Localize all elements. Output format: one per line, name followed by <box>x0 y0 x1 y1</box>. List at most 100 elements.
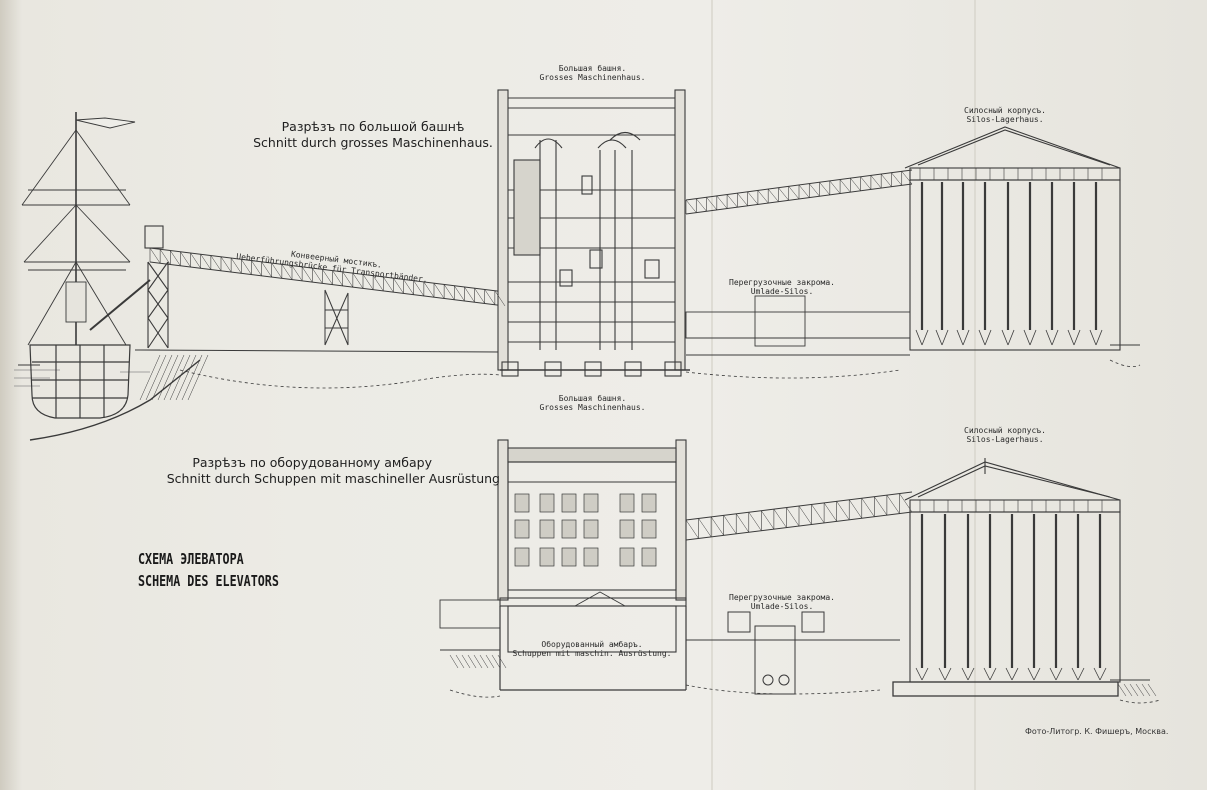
silo-hopper <box>967 667 975 681</box>
loading-tower <box>144 225 169 349</box>
lower-shed-windows <box>514 493 657 567</box>
silo-bridge-truss-diagonal <box>819 182 831 196</box>
silo-hopper <box>1049 667 1057 681</box>
silo-bridge-truss-diagonal <box>685 199 697 213</box>
silo-hopper <box>1089 329 1097 346</box>
lower-bridge-truss-diagonal <box>748 512 762 531</box>
upper-bridge-truss-diagonal <box>443 284 455 300</box>
lower-silo-label-ru: Силосный корпусъ. <box>964 426 1046 435</box>
lower-bridge-truss-diagonal <box>698 518 712 538</box>
silo-hopper <box>944 667 952 681</box>
silo-hopper <box>1011 667 1019 681</box>
upper-bridge-truss-diagonal <box>301 266 313 283</box>
silo-hopper <box>978 329 986 346</box>
upper-bridge-truss-diagonal <box>372 275 384 292</box>
upper-bridge-truss-diagonal <box>474 288 485 304</box>
lower-bridge-truss-diagonal <box>874 496 888 516</box>
silo-bridge-truss-diagonal <box>870 175 882 189</box>
upper-ground <box>18 344 1141 441</box>
upper-bridge-truss-diagonal <box>291 265 303 281</box>
upper-bridge-truss-diagonal <box>322 269 333 285</box>
upper-bridge-truss-diagonal <box>230 257 242 274</box>
silo-hopper <box>1067 329 1075 346</box>
silo-hopper <box>1073 329 1081 346</box>
upper-bridge-truss-diagonal <box>383 276 394 293</box>
ship-rigging <box>21 112 151 346</box>
silo-bridge-truss-diagonal <box>829 180 841 194</box>
ground-hatch <box>175 354 197 401</box>
upper-bridge-truss-diagonal <box>454 285 465 302</box>
ship-hull <box>29 344 131 419</box>
schema-title: СХЕМА ЭЛЕВАТОРА SCHEMA DES ELEVATORS <box>138 548 279 592</box>
upper-bridge-truss-diagonal <box>464 286 475 303</box>
upper-bridge-truss-diagonal <box>413 280 425 297</box>
silo-bridge-truss-diagonal <box>737 193 748 206</box>
lower-transfer-label-ru: Перегрузочные закрома. <box>729 593 835 602</box>
lower-bridge-truss-diagonal <box>761 510 775 530</box>
upper-silo-label-ru: Силосный корпусъ. <box>964 106 1046 115</box>
silo-hopper <box>962 329 970 346</box>
ground-hatch <box>169 354 191 401</box>
lower-transfer-silos <box>727 611 825 695</box>
silo-bridge-truss-diagonal <box>809 183 820 197</box>
ground-hatch <box>491 654 501 669</box>
lower-tower-label: Большая башня. Grosses Maschinenhaus. <box>520 394 665 412</box>
silo-hopper <box>1033 667 1041 681</box>
silo-bridge-truss-diagonal <box>767 188 779 202</box>
lower-shed-label-ru: Оборудованный амбаръ. <box>541 640 643 649</box>
upper-silo-label-de: Silos-Lagerhaus. <box>966 115 1044 124</box>
upper-bridge-truss-diagonal <box>149 247 161 264</box>
silo-hopper <box>1005 667 1013 681</box>
upper-transfer-label: Перегрузочные закрома. Umlade-Silos. <box>712 278 852 296</box>
upper-bridge-truss-diagonal <box>423 281 435 298</box>
lower-shed <box>439 439 687 691</box>
ground-hatch <box>187 354 209 401</box>
ground-hatch <box>1123 683 1133 697</box>
lower-bridge-truss-diagonal <box>786 507 800 527</box>
printer-credit: Фото-Литогр. К. Фишеръ, Москва. <box>1025 727 1169 736</box>
silo-bridge-truss-diagonal <box>880 173 892 187</box>
silo-hopper <box>1045 329 1053 346</box>
lower-tower-label-ru: Большая башня. <box>558 394 627 403</box>
ground-hatch <box>163 354 185 401</box>
lower-section-title: Разрѣзъ по оборудованному амбару Schnitt… <box>150 455 500 487</box>
upper-bridge-truss-diagonal <box>220 256 232 273</box>
upper-title-ru: Разрѣзъ по большой башнѣ <box>281 119 465 134</box>
upper-bridge-truss-diagonal <box>200 254 212 270</box>
lower-silo-house <box>892 458 1121 697</box>
silo-hopper <box>1093 667 1101 681</box>
lower-bridge-truss-diagonal <box>861 498 875 517</box>
upper-bridge-truss-diagonal <box>352 273 364 289</box>
upper-bridge-truss-diagonal <box>342 271 354 288</box>
upper-bridge-truss-diagonal <box>484 289 496 305</box>
silo-hopper <box>1023 329 1031 346</box>
silo-bridge-truss-diagonal <box>860 176 872 190</box>
upper-tower-label: Большая башня. Grosses Maschinenhaus. <box>520 64 665 82</box>
upper-tower <box>497 89 690 377</box>
upper-bridge-truss-diagonal <box>494 290 506 307</box>
silo-bridge-truss-diagonal <box>850 178 861 191</box>
lower-bridge-truss-diagonal <box>736 513 749 533</box>
upper-bridge-truss-diagonal <box>403 279 414 295</box>
lower-bridge-truss-diagonal <box>798 505 812 525</box>
ground-hatch <box>151 354 173 401</box>
lower-title-de: Schnitt durch Schuppen mit maschineller … <box>166 471 500 486</box>
schema-title-ru: СХЕМА ЭЛЕВАТОРА <box>138 550 244 568</box>
silo-hopper <box>984 329 992 346</box>
ground-hatch <box>1129 683 1139 697</box>
silo-hopper <box>956 329 964 346</box>
silo-bridge-truss-diagonal <box>726 194 738 208</box>
ground-hatch <box>467 654 477 669</box>
silo-hopper <box>989 667 997 681</box>
silo-hopper <box>915 667 923 681</box>
upper-bridge-truss-diagonal <box>241 259 252 275</box>
upper-transfer-silos <box>685 295 911 347</box>
silo-hopper <box>915 329 923 346</box>
silo-bridge-truss-diagonal <box>891 172 902 186</box>
upper-tower-label-ru: Большая башня. <box>558 64 627 73</box>
lower-bridge-truss-diagonal <box>899 493 913 513</box>
lower-bridge-truss-diagonal <box>836 501 850 520</box>
ground-hatch <box>461 654 471 669</box>
